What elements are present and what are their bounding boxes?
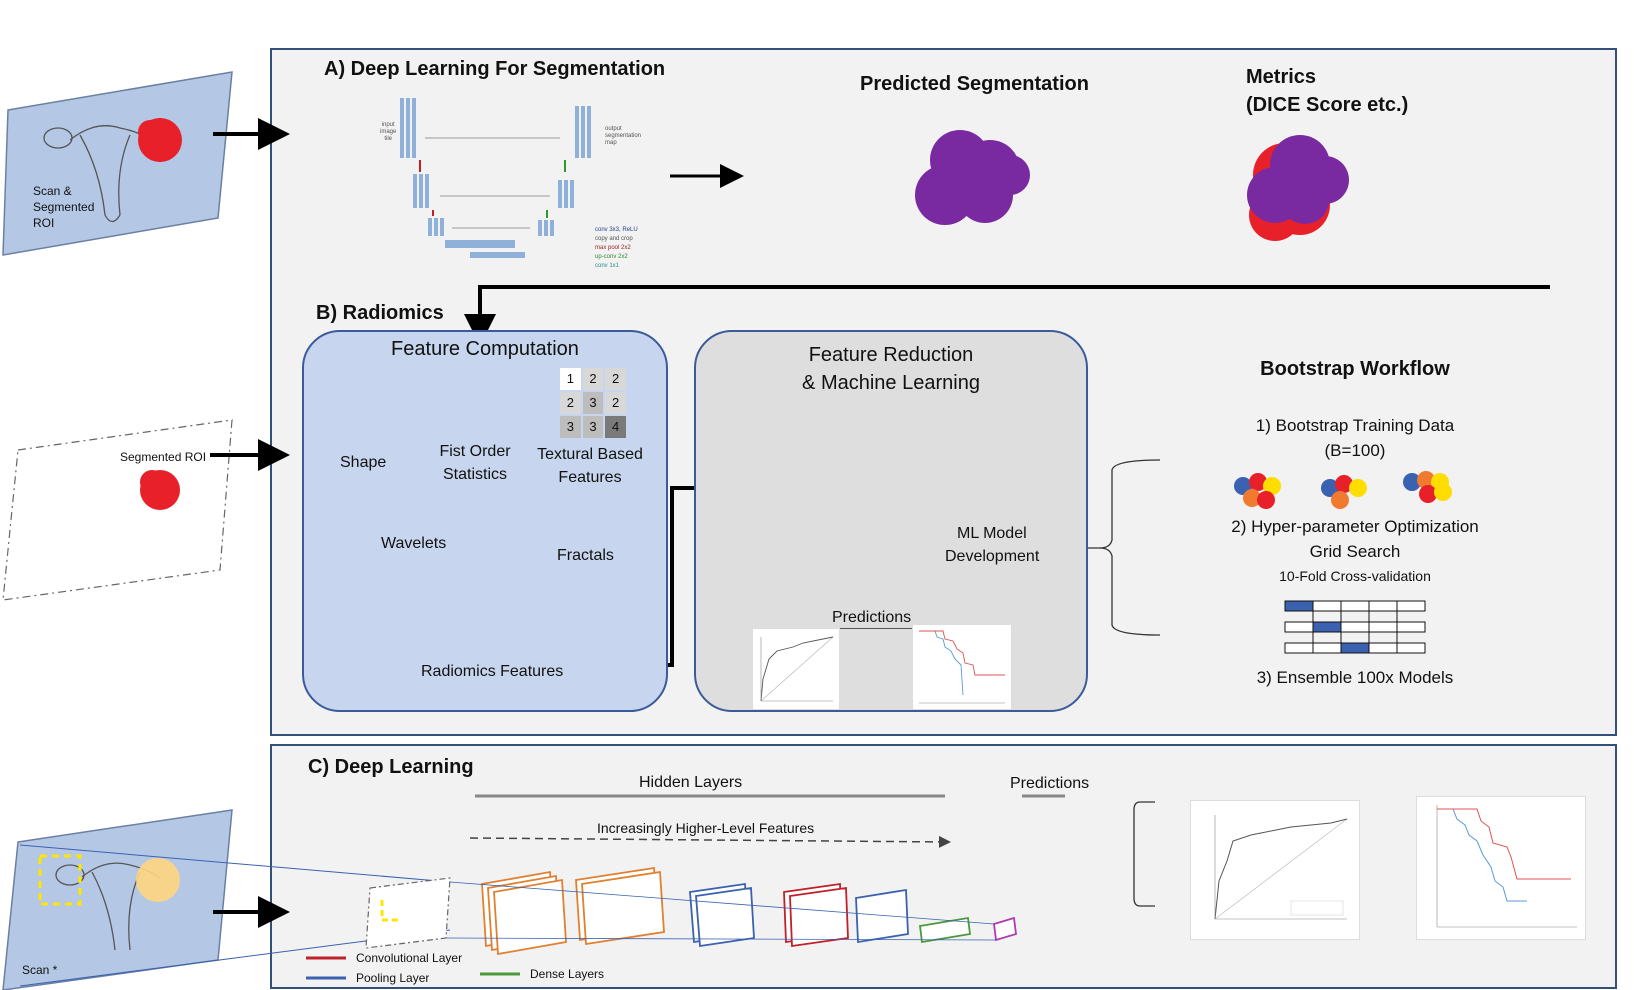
survival-mini-chart-b [912,624,1012,710]
segmented-roi-image [2,419,233,601]
radiomics-features-label: Radiomics Features [421,663,564,680]
textural-line2: Features [558,469,622,486]
first-order-line1: Fist Order [439,443,511,460]
bootstrap-sample-clusters [1234,471,1452,509]
legend-dense-label: Dense Layers [530,967,605,981]
survival-mini-plot-c [1436,805,1577,928]
grid-cell: 2 [605,392,626,414]
arrow-a-to-b [464,285,1550,346]
roc-mini-chart-b [752,628,840,710]
grid-cell: 1 [560,368,581,390]
metrics-title-line1: Metrics [1246,66,1317,88]
predicted-segmentation-title: Predicted Segmentation [860,73,1089,95]
textural-line1: Textural Based [537,446,643,463]
unet-output-label: output segmentation map [605,126,641,147]
unet-output-line3: map [605,140,617,146]
ml-model-line2: Development [945,548,1040,565]
scan-image [2,809,451,990]
metrics-title-line2: (DICE Score etc.) [1246,94,1409,116]
legend-pool-label: Pooling Layer [356,971,430,985]
unet-output-line2: segmentation [605,133,642,139]
panel-a-title: A) Deep Learning For Segmentation [324,58,666,80]
bootstrap-step1-line2: (B=100) [1324,441,1386,460]
bootstrap-step2-sub: 10-Fold Cross-validation [1279,568,1431,584]
features-arrow-label: Increasingly Higher-Level Features [597,820,815,836]
hidden-layers-label: Hidden Layers [639,774,743,791]
grid-cell: 2 [582,368,604,390]
wavelets-label: Wavelets [381,535,447,552]
scan-roi-label-line3: ROI [33,216,55,230]
textural-grid: 1 2 2 2 3 2 3 3 4 [560,368,626,438]
bootstrap-step2-line1: 2) Hyper-parameter Optimization [1231,517,1479,536]
unet-input-line2: image [380,129,397,135]
output-layer [993,916,1017,942]
panel-c-title: C) Deep Learning [308,756,474,778]
unet-output-line1: output [605,126,622,132]
bracket-ml-to-bootstrap-top [1060,459,1161,549]
feature-reduction-line2: & Machine Learning [802,372,980,394]
predicted-segmentation-blob [915,130,1030,225]
unet-legend-conv: conv 3x3, ReLU [595,227,638,233]
legend-conv-label: Convolutional Layer [356,951,463,965]
panel-b-title: B) Radiomics [316,302,444,324]
grid-cell: 3 [582,392,604,414]
scan-star-label: Scan * [22,963,58,977]
roc-mini-plot-c [1214,815,1348,920]
conv-layers-orange [481,866,665,956]
survival-mini-chart-c [1416,796,1586,940]
grid-cell: 2 [560,392,581,414]
unet-legend-maxpool: max pool 2x2 [595,245,631,251]
bootstrap-step1-line1: 1) Bootstrap Training Data [1255,416,1455,435]
bootstrap-title: Bootstrap Workflow [1260,358,1450,380]
scan-roi-label-line1: Scan & [33,184,72,198]
grid-cell: 2 [605,368,626,390]
unet-legend: conv 3x3, ReLU copy and crop max pool 2x… [595,226,638,271]
features-dashed-arrow [469,835,951,848]
ml-predictions-label: Predictions [832,609,912,626]
unet-input-label: input image tile [380,122,396,143]
survival-mini-plot-b [919,630,1005,704]
metrics-overlay-blob [1247,135,1349,241]
pool-layers-blue [689,882,909,948]
grid-cell: 3 [560,416,581,438]
bracket-predictions [1133,801,1155,907]
bracket-ml-to-bootstrap-bottom [1099,547,1161,636]
roc-mini-plot-b [760,636,834,702]
conv-layers-red [783,882,849,948]
grid-cell: 4 [605,416,626,438]
bootstrap-step2-line2: Grid Search [1309,542,1401,561]
unet-input-line3: tile [384,136,392,142]
unet-input-line1: input [381,122,395,128]
feature-reduction-line1: Feature Reduction [808,344,974,366]
unet-legend-copy: copy and crop [595,236,633,242]
ml-model-line1: ML Model [957,525,1027,542]
roc-mini-chart-c [1190,800,1360,940]
feature-computation-title: Feature Computation [391,338,579,360]
cross-validation-bars [1284,600,1426,654]
layer-connection-lines [445,881,997,941]
shape-label: Shape [340,454,387,471]
input-patch [365,877,451,949]
segmented-roi-label: Segmented ROI [120,450,207,464]
unet-legend-upconv: up-conv 2x2 [595,254,628,260]
unet-architecture [400,98,591,258]
first-order-line2: Statistics [442,466,507,483]
unet-legend-conv1x1: conv 1x1 [595,263,620,269]
fractals-label: Fractals [557,547,614,564]
scan-roi-label-line2: Segmented [33,200,95,214]
grid-cell: 3 [582,416,604,438]
bootstrap-step3: 3) Ensemble 100x Models [1256,668,1454,687]
ml-prediction-line [806,628,946,629]
scan-segmented-roi-image [2,71,233,256]
panel-c-predictions-label: Predictions [1010,775,1090,792]
